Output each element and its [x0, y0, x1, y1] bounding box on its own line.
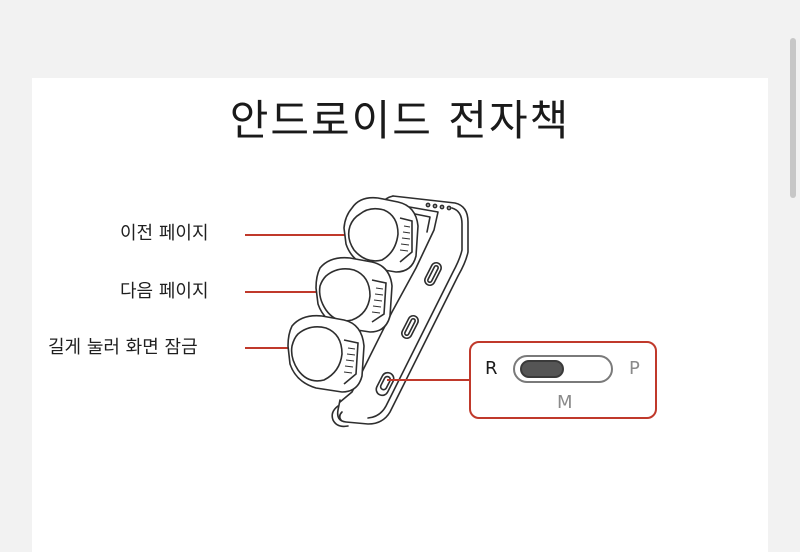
callout-label-long-press-lock: 길게 눌러 화면 잠금 [48, 337, 198, 358]
key-previous-page [343, 196, 419, 273]
key-long-press-lock [287, 314, 365, 393]
indicator-dot [425, 202, 431, 208]
mode-label-p: P [629, 358, 640, 379]
mode-label-m: M [557, 392, 573, 413]
mode-switch-knob [520, 360, 564, 378]
mode-switch-callout: R P M [469, 341, 657, 419]
scrollbar-thumb[interactable] [790, 38, 796, 198]
key-next-page [315, 256, 393, 333]
side-port-top [424, 261, 442, 287]
page-title: 안드로이드 전자책 [229, 96, 571, 145]
mode-switch-track [513, 355, 613, 383]
callout-label-previous-page: 이전 페이지 [120, 223, 209, 244]
callout-line-long-press-lock [245, 347, 297, 349]
callout-line-next-page [245, 291, 322, 293]
mode-switch-port [375, 371, 395, 397]
callout-label-next-page: 다음 페이지 [120, 281, 209, 302]
side-port-middle [401, 314, 419, 340]
callout-line-previous-page [245, 234, 362, 236]
mode-label-r: R [485, 358, 498, 379]
scrollbar-track[interactable] [782, 0, 800, 552]
